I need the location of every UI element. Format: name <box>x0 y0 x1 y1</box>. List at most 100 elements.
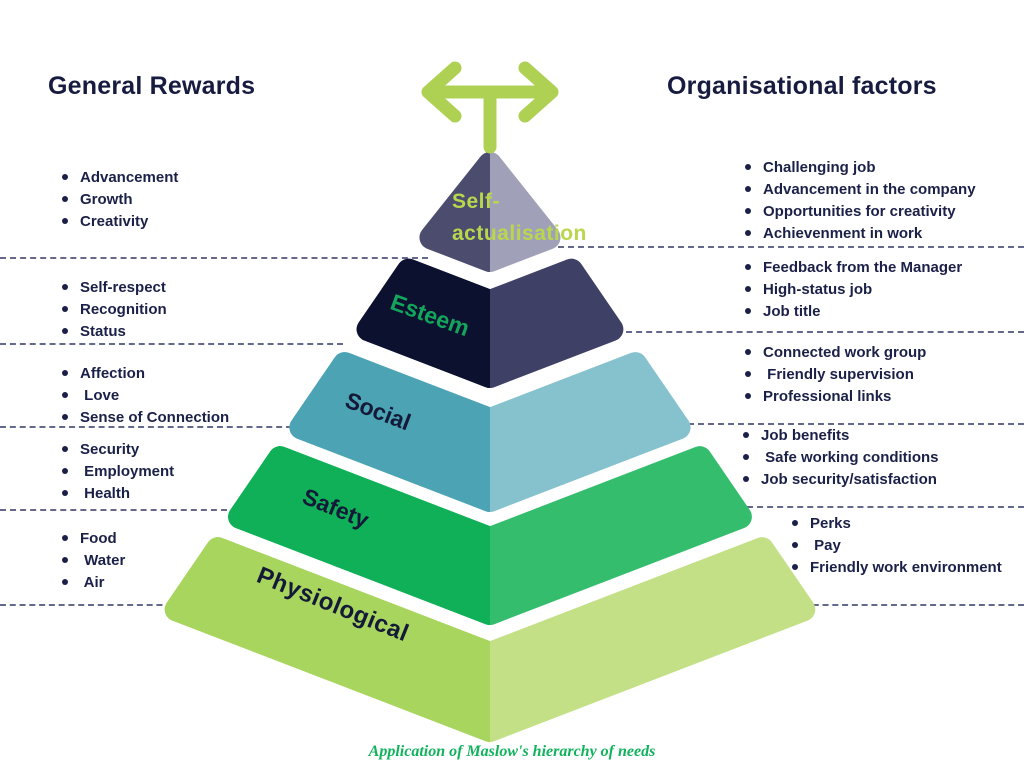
bullet-icon <box>745 308 751 314</box>
bullet-icon <box>745 393 751 399</box>
bullet-icon <box>743 454 749 460</box>
caption: Application of Maslow's hierarchy of nee… <box>368 743 656 760</box>
list-item: Opportunities for creativity <box>745 200 976 222</box>
bullet-icon <box>745 349 751 355</box>
left-panel-title: General Rewards <box>48 72 256 100</box>
list-item: Creativity <box>62 210 178 232</box>
list-item-label: Advancement in the company <box>763 180 976 198</box>
list-item-label: Recognition <box>80 300 167 318</box>
list-item-label: Connected work group <box>763 343 927 361</box>
left-group-safety: Security Employment Health <box>62 438 174 504</box>
bullet-icon <box>62 490 68 496</box>
divider-right-1 <box>548 246 1024 248</box>
list-item: Job benefits <box>743 424 939 446</box>
list-item-label: Perks <box>810 514 851 532</box>
list-item: Challenging job <box>745 156 976 178</box>
bullet-icon <box>745 208 751 214</box>
list-item: Achievenment in work <box>745 222 976 244</box>
divider-left-1 <box>0 257 428 259</box>
list-item: Love <box>62 384 229 406</box>
pyramid-level-physiological-left <box>164 537 490 742</box>
list-item-label: Advancement <box>80 168 179 186</box>
list-item-label: Feedback from the Manager <box>763 258 963 276</box>
left-right-arrow-icon <box>421 61 559 154</box>
list-item-label: Food <box>80 529 117 547</box>
list-item: Advancement in the company <box>745 178 976 200</box>
list-item-label: Status <box>80 322 126 340</box>
bullet-icon <box>792 564 798 570</box>
bullet-icon <box>62 284 68 290</box>
pyramid-level-social-left <box>289 352 490 512</box>
list-item: Perks <box>792 512 1002 534</box>
list-item: Feedback from the Manager <box>745 256 962 278</box>
list-item-label: Health <box>80 484 131 502</box>
list-item-label: Job security/satisfaction <box>761 470 937 488</box>
list-item-label: Pay <box>810 536 841 554</box>
bullet-icon <box>745 264 751 270</box>
bullet-icon <box>62 446 68 452</box>
pyramid-levels <box>164 152 816 742</box>
divider-left-2 <box>0 343 343 345</box>
list-item: Self-respect <box>62 276 167 298</box>
divider-right-4 <box>737 506 1024 508</box>
list-item-label: Achievenment in work <box>763 224 923 242</box>
pyramid-level-self-actualisation-left <box>419 152 490 272</box>
list-item: Status <box>62 320 167 342</box>
list-item: Friendly supervision <box>745 363 926 385</box>
list-item: Water <box>62 549 125 571</box>
bullet-icon <box>62 392 68 398</box>
list-item-label: Professional links <box>763 387 892 405</box>
list-item: Food <box>62 527 125 549</box>
divider-right-3 <box>678 423 1024 425</box>
pyramid-level-safety-left <box>228 446 490 625</box>
list-item: Connected work group <box>745 341 926 363</box>
list-item-label: Air <box>80 573 105 591</box>
divider-left-3 <box>0 426 292 428</box>
list-item: Friendly work environment <box>792 556 1002 578</box>
list-item-label: Job benefits <box>761 426 850 444</box>
list-item-label: Affection <box>80 364 145 382</box>
bullet-icon <box>62 370 68 376</box>
list-item: Safe working conditions <box>743 446 939 468</box>
bullet-icon <box>792 520 798 526</box>
list-item: Employment <box>62 460 174 482</box>
list-item: Pay <box>792 534 1002 556</box>
list-item-label: Opportunities for creativity <box>763 202 956 220</box>
bullet-icon <box>62 328 68 334</box>
list-item-label: Love <box>80 386 120 404</box>
list-item-label: Self-respect <box>80 278 166 296</box>
bullet-icon <box>62 306 68 312</box>
divider-left-4 <box>0 509 237 511</box>
list-item: Sense of Connection <box>62 406 229 428</box>
bullet-icon <box>745 371 751 377</box>
list-item-label: Friendly supervision <box>763 365 914 383</box>
pyramid-level-esteem-left <box>356 258 490 388</box>
divider-right-2 <box>616 331 1024 333</box>
list-item: Job title <box>745 300 962 322</box>
left-group-physiological: Food Water Air <box>62 527 125 593</box>
bullet-icon <box>62 557 68 563</box>
bullet-icon <box>62 174 68 180</box>
list-item-label: Security <box>80 440 140 458</box>
list-item: Affection <box>62 362 229 384</box>
bullet-icon <box>62 196 68 202</box>
bullet-icon <box>62 468 68 474</box>
list-item: Advancement <box>62 166 178 188</box>
right-panel-title: Organisational factors <box>667 72 937 100</box>
list-item-label: High-status job <box>763 280 873 298</box>
bullet-icon <box>62 414 68 420</box>
list-item-label: Safe working conditions <box>761 448 939 466</box>
level-label-self-actualisation: Self- actualisation <box>452 190 587 245</box>
bullet-icon <box>743 432 749 438</box>
list-item-label: Growth <box>80 190 133 208</box>
bullet-icon <box>62 535 68 541</box>
list-item-label: Friendly work environment <box>810 558 1002 576</box>
